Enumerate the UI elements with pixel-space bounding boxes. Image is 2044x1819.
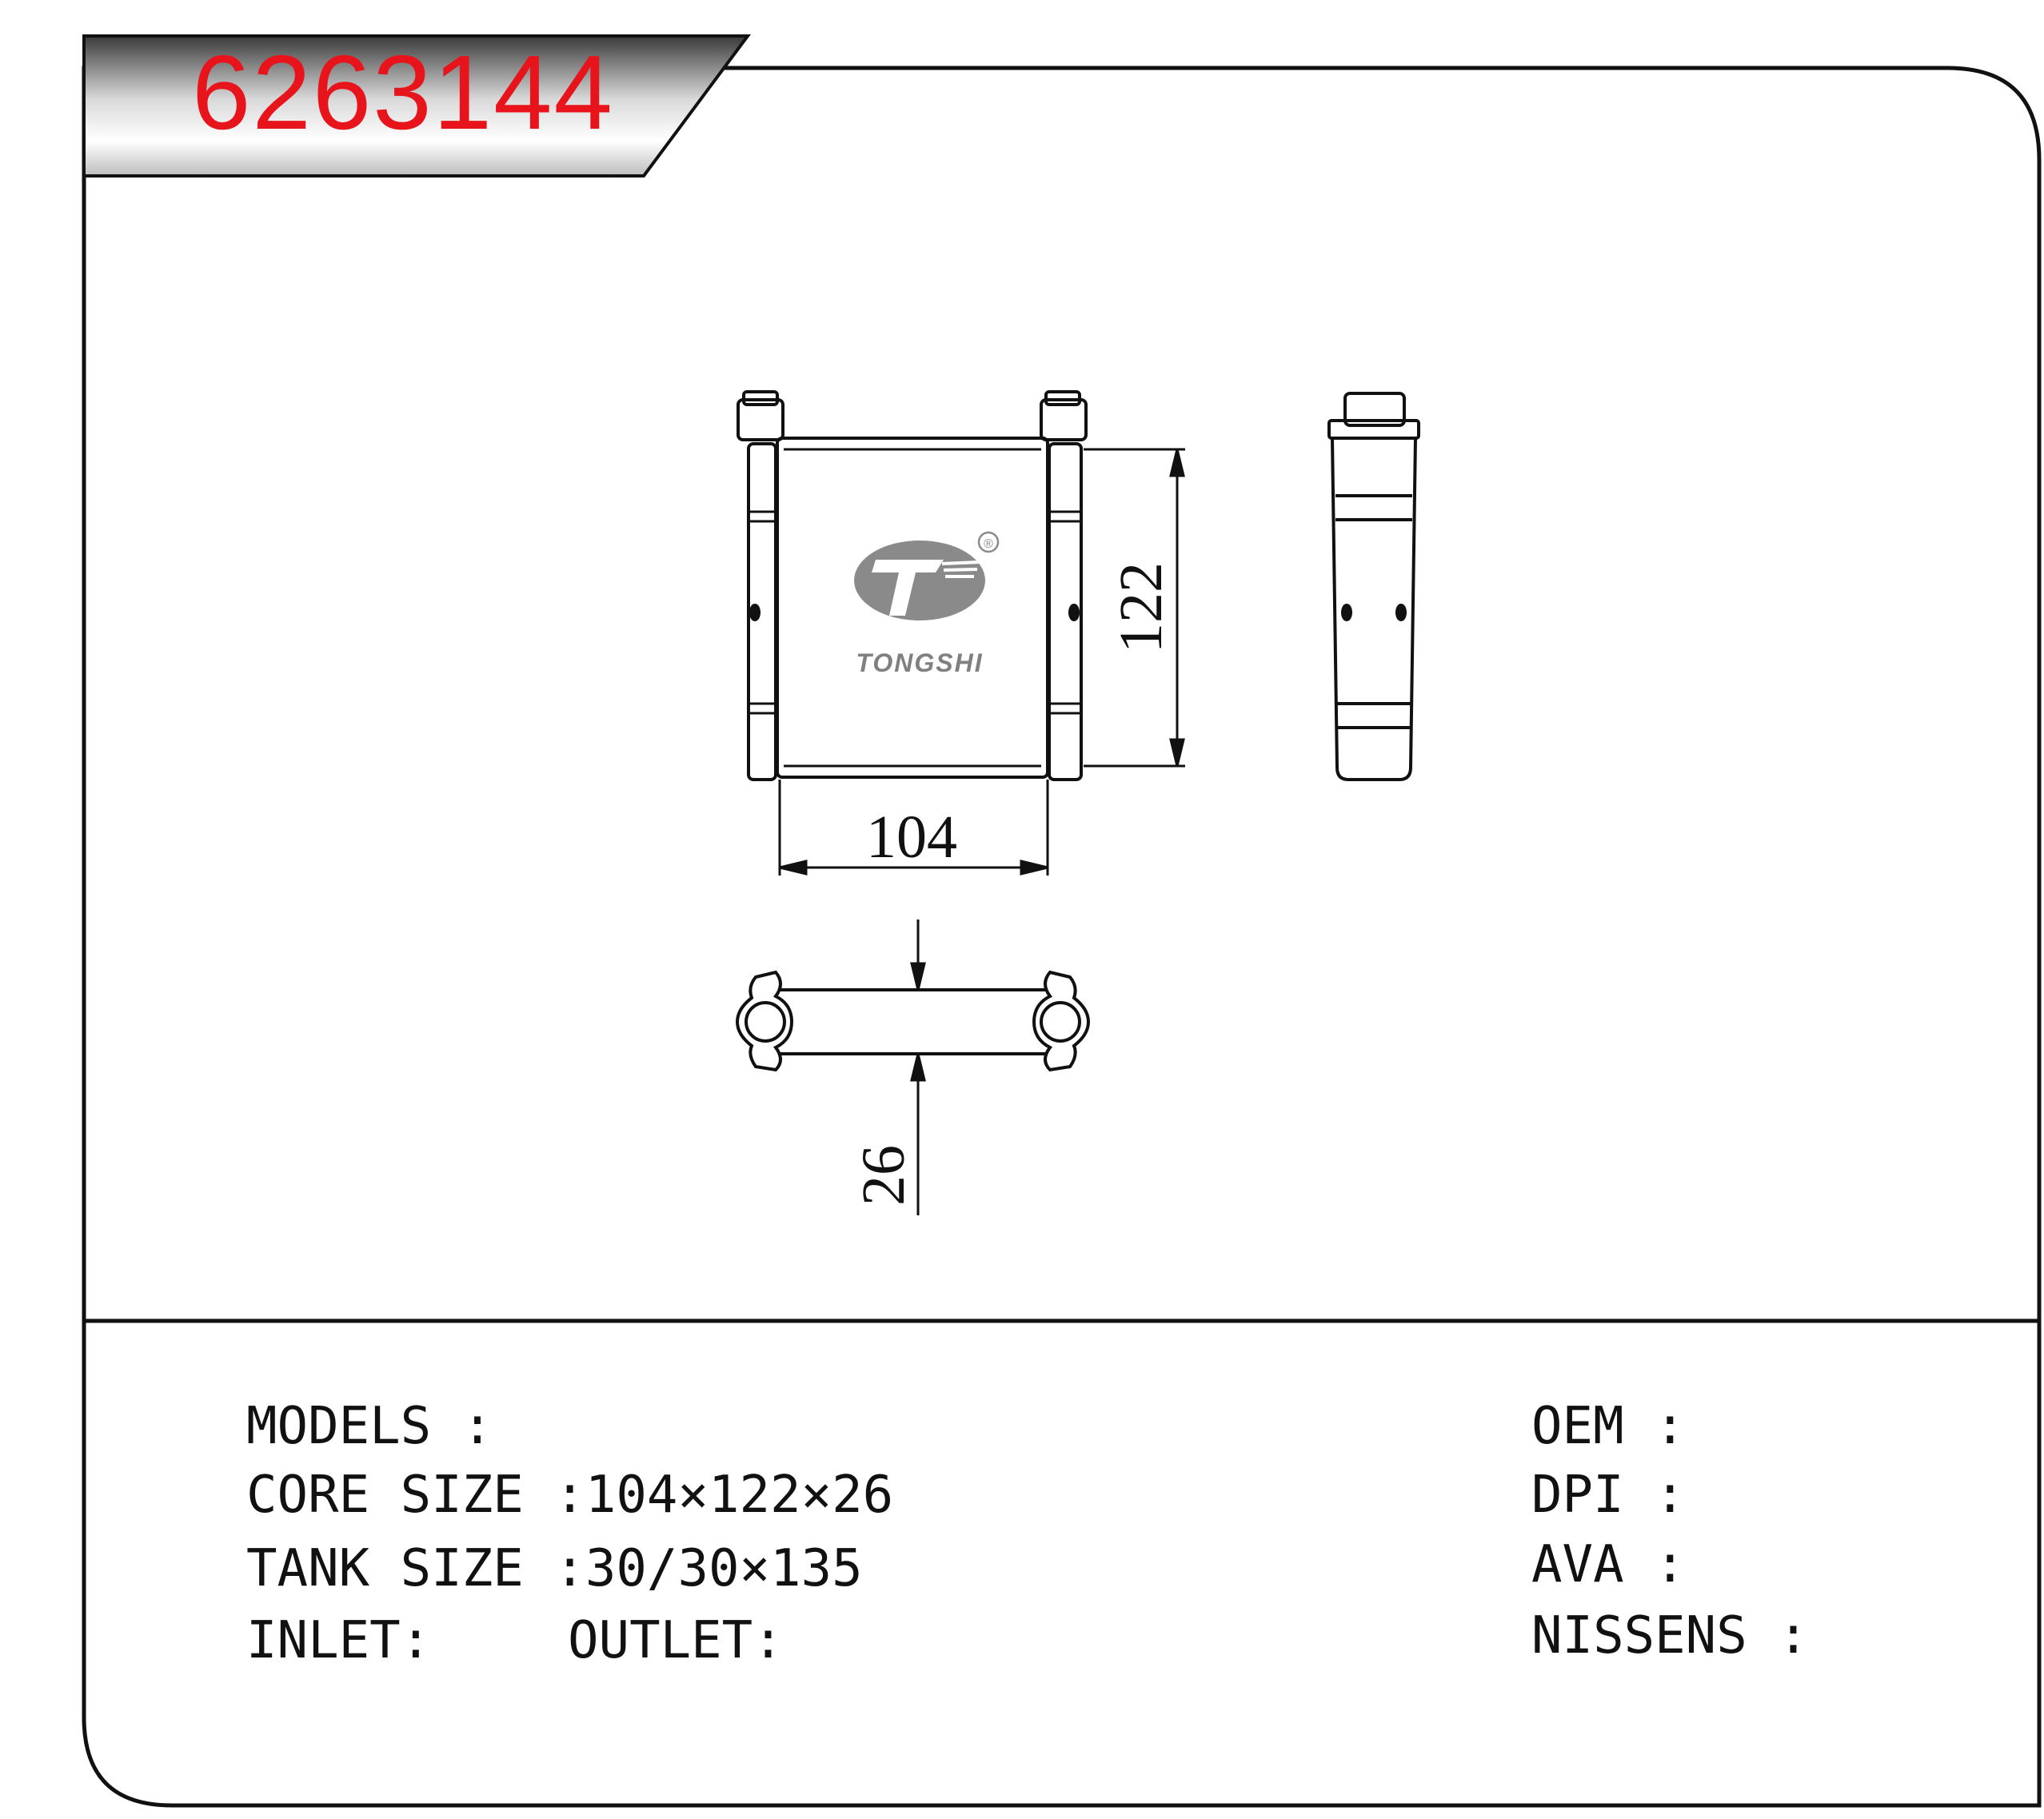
models-label: MODELS : <box>246 1397 493 1456</box>
front-view <box>737 390 1088 781</box>
height-dimension <box>1084 448 1185 768</box>
width-label: 104 <box>866 804 957 871</box>
part-number: 6263144 <box>192 34 614 151</box>
right-tank <box>1040 390 1088 781</box>
spec-nissens: NISSENS : <box>1531 1606 1809 1665</box>
spec-models: MODELS : <box>246 1401 493 1452</box>
spec-dpi: DPI : <box>1531 1466 1686 1525</box>
depth-label: 26 <box>850 1145 917 1206</box>
spec-oem: OEM : <box>1531 1397 1686 1456</box>
side-view <box>1327 392 1420 781</box>
page-frame <box>82 66 2042 1808</box>
tank-size-label: TANK SIZE : <box>246 1539 585 1598</box>
depth-dimension <box>910 919 926 1215</box>
inlet-label: INLET: <box>246 1611 432 1670</box>
top-view <box>735 970 1091 1072</box>
registered-mark: ® <box>984 537 993 551</box>
spec-core-size: CORE SIZE :104×122×26 <box>246 1470 893 1521</box>
brand-name: TONGSHI <box>856 648 983 677</box>
spec-tank-size: TANK SIZE :30/30×135 <box>246 1543 863 1594</box>
core-size-label: CORE SIZE : <box>246 1466 585 1525</box>
header-banner <box>82 34 751 178</box>
left-tank <box>737 390 784 781</box>
brand-logo: ® TONGSHI <box>854 531 1000 677</box>
height-label: 122 <box>1108 562 1175 653</box>
outlet-label: OUTLET: <box>568 1611 784 1670</box>
spec-ava: AVA : <box>1531 1535 1686 1594</box>
core-size-value: 104×122×26 <box>585 1466 894 1525</box>
width-dimension <box>778 780 1049 876</box>
tank-size-value: 30/30×135 <box>585 1539 863 1598</box>
